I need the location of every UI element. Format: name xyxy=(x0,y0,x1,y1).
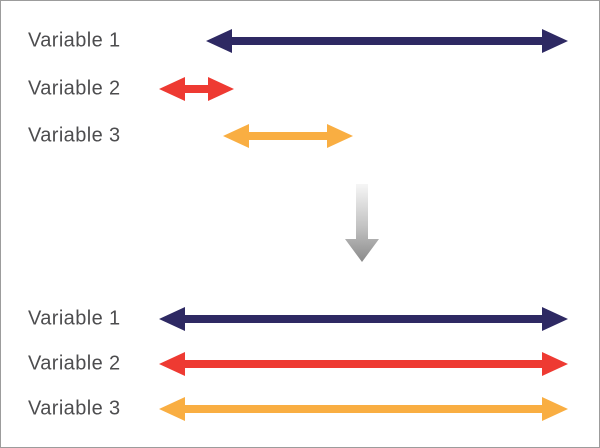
variable-label: Variable 1 xyxy=(28,307,121,330)
arrow-shaft xyxy=(179,405,548,413)
variable-label: Variable 3 xyxy=(28,124,121,147)
double-arrow xyxy=(223,124,353,148)
down-arrow-icon xyxy=(345,184,379,262)
variable-label: Variable 2 xyxy=(28,352,121,375)
arrow-head-right-icon xyxy=(542,29,568,53)
arrow-head-right-icon xyxy=(542,307,568,331)
arrow-shaft xyxy=(226,37,548,45)
double-arrow xyxy=(159,397,568,421)
arrow-head-right-icon xyxy=(542,397,568,421)
arrow-shaft xyxy=(179,315,548,323)
variable-label: Variable 2 xyxy=(28,77,121,100)
double-arrow xyxy=(159,77,234,101)
arrow-shaft xyxy=(243,132,333,140)
double-arrow xyxy=(206,29,568,53)
variable-label: Variable 3 xyxy=(28,397,121,420)
double-arrow xyxy=(159,307,568,331)
arrow-head-right-icon xyxy=(542,352,568,376)
arrow-head-right-icon xyxy=(208,77,234,101)
double-arrow xyxy=(159,352,568,376)
variable-label: Variable 1 xyxy=(28,29,121,52)
arrow-shaft xyxy=(179,85,214,93)
arrow-shaft xyxy=(179,360,548,368)
arrow-head-right-icon xyxy=(327,124,353,148)
